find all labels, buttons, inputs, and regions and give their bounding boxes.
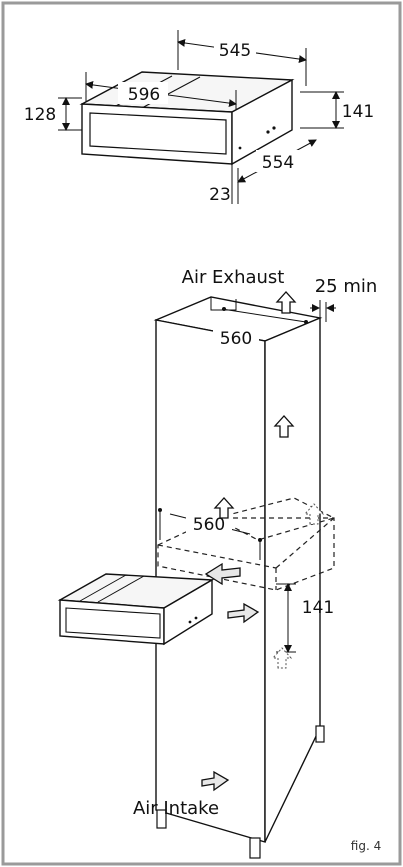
dim-596-label: 596 (128, 85, 160, 105)
exhaust-arrow-icon (275, 291, 297, 314)
niche-height-label: 141 (302, 598, 334, 618)
dim-23-label: 23 (209, 185, 231, 205)
hidden-side-arrow-icon (271, 647, 293, 669)
dim-545-label: 545 (219, 41, 251, 61)
installed-drawer (57, 573, 215, 646)
cabinet-legs (156, 725, 325, 859)
outflow-arrow-icon (204, 562, 241, 586)
dim-554-label: 554 (262, 153, 294, 173)
drawer-drawing: 545 596 128 141 554 23 (24, 30, 374, 205)
air-exhaust-label: Air Exhaust (182, 267, 285, 288)
side-up-arrow-icon (273, 415, 295, 438)
dim-128-label: 128 (24, 105, 56, 125)
intake-arrow-icon (201, 770, 230, 792)
cabinet-width-label: 560 (220, 329, 252, 349)
clearance-label: 25 min (315, 276, 378, 297)
dim-141-label: 141 (342, 102, 374, 122)
niche-width-label: 560 (193, 515, 225, 535)
cabinet-side (264, 316, 321, 843)
cabinet-drawing: 560 560 141 (153, 296, 336, 859)
drawer-front-face (81, 103, 233, 165)
airflow-arrows (201, 291, 325, 792)
niche-up-arrow-icon (213, 497, 235, 519)
inflow-arrow-icon (227, 602, 260, 624)
hidden-up-arrow-icon (303, 503, 325, 525)
air-intake-label: Air Intake (133, 798, 219, 819)
figure-label: fig. 4 (351, 839, 381, 853)
